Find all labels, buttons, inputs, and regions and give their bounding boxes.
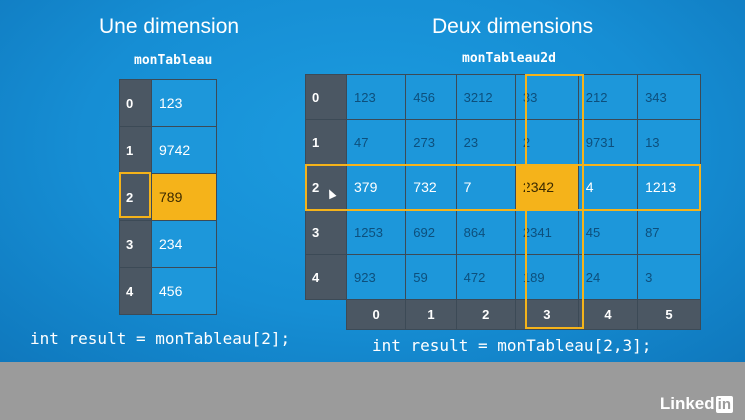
row-index: 4 (119, 267, 152, 315)
matrix-cell: 456 (405, 74, 457, 120)
matrix-cell: 2341 (514, 209, 579, 255)
matrix-cell: 4 (577, 164, 639, 210)
matrix-cell: 3 (637, 254, 701, 300)
matrix-cell: 379 (345, 164, 407, 210)
matrix-cell: 692 (405, 209, 457, 255)
matrix-cell: 2342 (514, 164, 579, 210)
matrix-cell: 3212 (455, 74, 516, 120)
column-index: 5 (637, 299, 701, 330)
matrix-cell: 13 (637, 119, 701, 165)
matrix-cell: 273 (405, 119, 457, 165)
matrix-cell: 87 (637, 209, 701, 255)
matrix-cell: 864 (455, 209, 516, 255)
linkedin-logo-badge: in (715, 396, 733, 413)
matrix-cell: 23 (455, 119, 516, 165)
row-index: 3 (119, 220, 152, 268)
array-cell: 123 (151, 79, 217, 127)
column-index: 1 (405, 299, 457, 330)
two-dimensions-var-name: monTableau2d (462, 51, 556, 66)
row-index: 1 (305, 119, 347, 165)
matrix-cell: 7 (455, 164, 516, 210)
matrix-cell: 189 (514, 254, 579, 300)
matrix-cell: 24 (577, 254, 639, 300)
matrix-cell: 923 (345, 254, 407, 300)
column-index: 3 (514, 299, 579, 330)
matrix-cell: 45 (577, 209, 639, 255)
corner-cell (306, 300, 347, 330)
two-dimensions-title: Deux dimensions (432, 15, 594, 38)
row-index: 0 (305, 74, 347, 120)
matrix-cell: 343 (637, 74, 701, 120)
row-index: 0 (119, 79, 152, 127)
matrix-cell: 9731 (577, 119, 639, 165)
one-dimension-title: Une dimension (99, 15, 240, 38)
row-index: 3 (305, 209, 347, 255)
matrix-cell: 123 (345, 74, 407, 120)
array-cell: 234 (151, 220, 217, 268)
matrix-cell: 472 (455, 254, 516, 300)
column-index: 4 (577, 299, 639, 330)
one-dimension-code: int result = monTableau[2]; (30, 329, 291, 348)
linkedin-logo-text: Linked (659, 394, 715, 413)
row-index: 2 (305, 164, 347, 210)
matrix-cell: 1213 (637, 164, 701, 210)
row-index: 1 (119, 126, 152, 174)
matrix-cell: 47 (345, 119, 407, 165)
matrix-cell: 1253 (345, 209, 407, 255)
two-dimensions-code: int result = monTableau[2,3]; (372, 336, 652, 355)
column-index: 2 (455, 299, 516, 330)
column-index: 0 (345, 299, 407, 330)
array-cell: 789 (151, 173, 217, 221)
array-cell: 456 (151, 267, 217, 315)
array-cell: 9742 (151, 126, 217, 174)
row-index: 4 (305, 254, 347, 300)
matrix-cell: 732 (405, 164, 457, 210)
matrix-cell: 2 (514, 119, 579, 165)
one-dimension-var-name: monTableau (134, 53, 213, 68)
matrix-cell: 33 (514, 74, 579, 120)
matrix-cell: 212 (577, 74, 639, 120)
matrix-cell: 59 (405, 254, 457, 300)
row-index: 2 (119, 173, 152, 221)
